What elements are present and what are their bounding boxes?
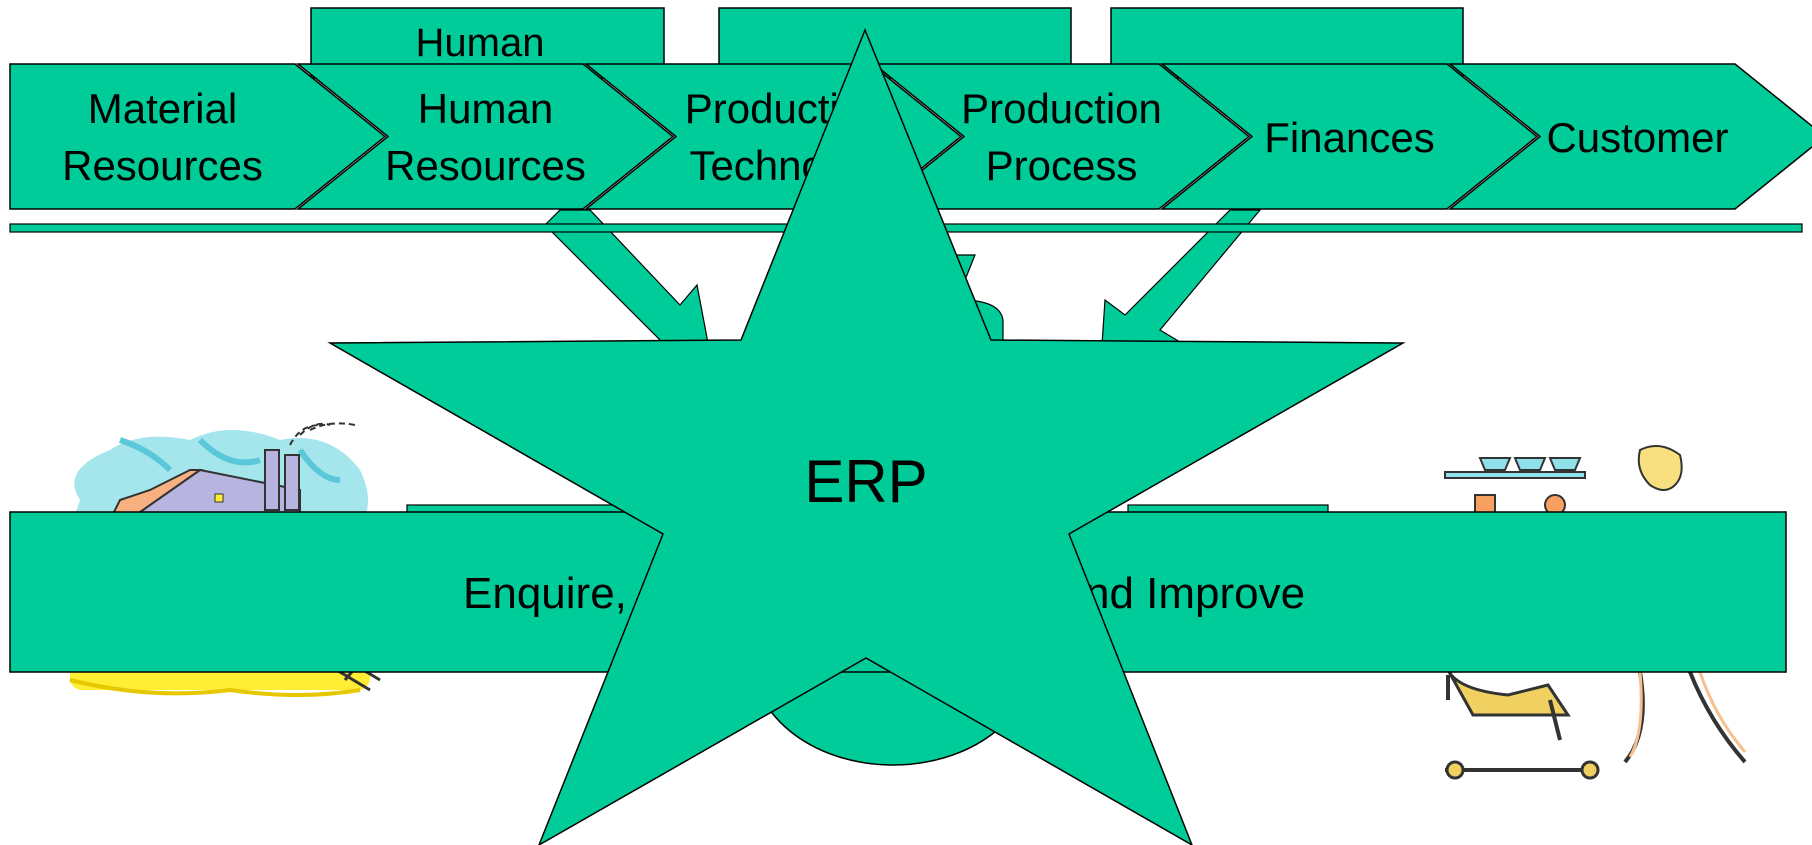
chevron-5-line1: Customer <box>1546 114 1728 161</box>
back-box-human-label: Human <box>416 21 545 65</box>
chevron-0-line2: Resources <box>62 142 263 189</box>
bottom-bar-text-left: Enquire, <box>463 569 627 618</box>
chevron-0 <box>9 63 387 210</box>
erp-star-label: ERP <box>804 448 927 515</box>
chevron-1 <box>295 63 675 210</box>
chevron-3-line2: Process <box>986 142 1138 189</box>
chevron-5 <box>1447 63 1812 210</box>
chevron-1-line2: Resources <box>385 142 586 189</box>
bottom-bar-text-right: nd Improve <box>1085 569 1305 618</box>
chevron-4 <box>1159 63 1539 210</box>
chevron-3-line1: Production <box>961 85 1162 132</box>
chevron-3 <box>871 63 1251 210</box>
chevron-0-line1: Material <box>88 85 237 132</box>
erp-star <box>327 27 1406 845</box>
chevron-1-line1: Human <box>418 85 553 132</box>
chevron-4-line1: Finances <box>1264 114 1434 161</box>
